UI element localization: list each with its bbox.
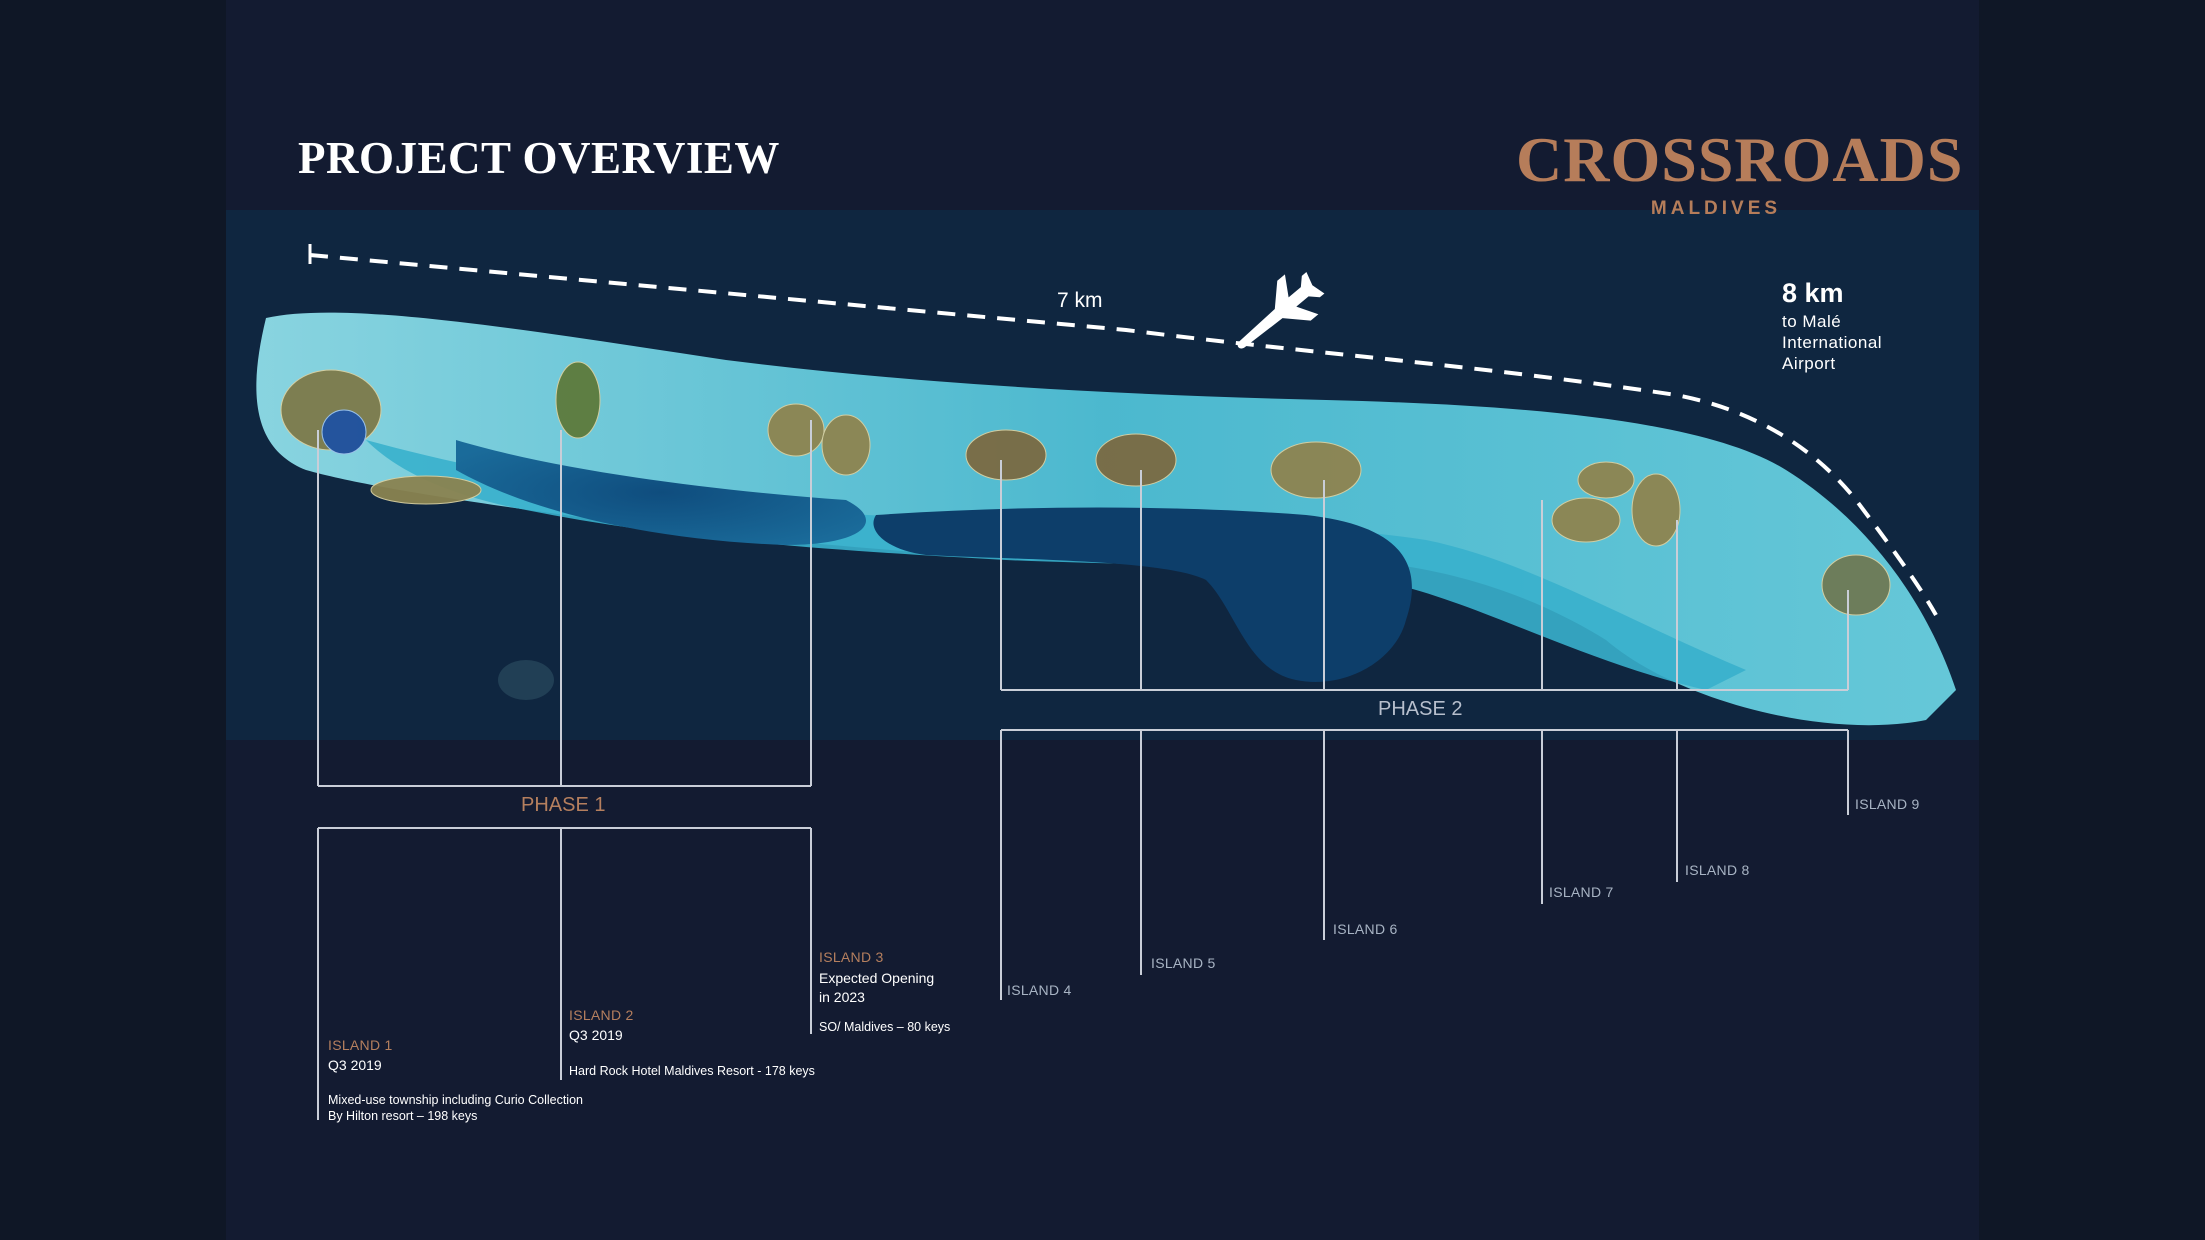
deep-channel <box>456 440 866 545</box>
island5-label: ISLAND 5 <box>1151 955 1216 971</box>
left-margin <box>0 0 226 1240</box>
slide: PROJECT OVERVIEW CROSSROADS MALDIVES 7 k… <box>226 0 1979 1240</box>
phase1-label: PHASE 1 <box>521 794 606 816</box>
island6-label: ISLAND 6 <box>1333 921 1398 937</box>
lagoon <box>366 440 1746 690</box>
page-title: PROJECT OVERVIEW <box>298 133 780 183</box>
airport-line1: to Malé <box>1782 312 1842 331</box>
island2-desc: Hard Rock Hotel Maldives Resort - 178 ke… <box>569 1064 815 1078</box>
logo-sub: MALDIVES <box>1650 198 1782 219</box>
phase2-bracket <box>1000 460 1849 1000</box>
airport-line2: International <box>1782 333 1883 352</box>
phase2-label: PHASE 2 <box>1378 698 1463 720</box>
right-margin <box>1979 0 2205 1240</box>
airport-line3: Airport <box>1782 354 1836 373</box>
crossroads-logo: CROSSROADS MALDIVES <box>1516 124 1964 220</box>
island3-line1: Expected Opening <box>819 970 935 986</box>
island1-desc2: By Hilton resort – 198 keys <box>328 1109 478 1123</box>
airport-distance: 8 km <box>1782 278 1844 308</box>
island3-label: ISLAND 3 <box>819 949 884 965</box>
island2-date: Q3 2019 <box>569 1027 623 1043</box>
logo-main: CROSSROADS <box>1516 124 1964 195</box>
island2-label: ISLAND 2 <box>569 1007 634 1023</box>
deep-basin <box>873 507 1412 682</box>
distance-dashed-line <box>309 253 1938 616</box>
island3-desc: SO/ Maldives – 80 keys <box>819 1020 951 1034</box>
island7-label: ISLAND 7 <box>1549 884 1614 900</box>
island1-desc1: Mixed-use township including Curio Colle… <box>328 1093 583 1107</box>
island4-label: ISLAND 4 <box>1007 982 1072 998</box>
phase1-bracket <box>317 420 812 1120</box>
island1-date: Q3 2019 <box>328 1057 382 1073</box>
airplane-icon <box>1237 271 1325 349</box>
distance-label: 7 km <box>1057 289 1103 312</box>
island3-line2: in 2023 <box>819 989 865 1005</box>
island9-label: ISLAND 9 <box>1855 796 1920 812</box>
island8-label: ISLAND 8 <box>1685 862 1750 878</box>
atoll-map <box>226 210 1979 1240</box>
island1-label: ISLAND 1 <box>328 1037 393 1053</box>
